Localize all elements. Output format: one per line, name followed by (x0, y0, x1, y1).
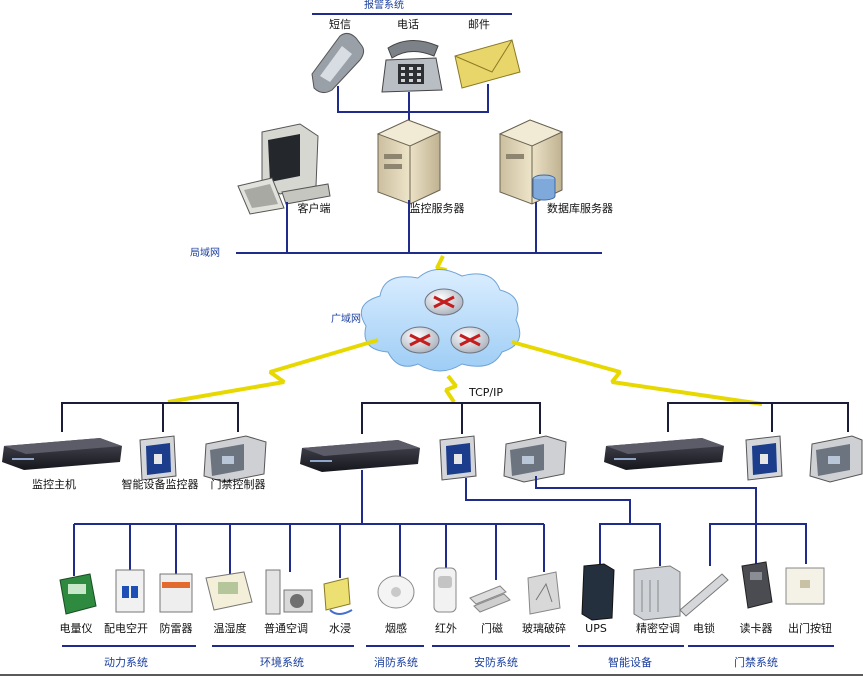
device-label-precision-ac: 精密空调 (636, 621, 680, 635)
exit-button-icon (785, 567, 825, 605)
desk-phone-icon (381, 40, 443, 93)
device-label-switch: 配电空开 (104, 621, 148, 635)
lan-label: 局域网 (190, 246, 220, 259)
monitoring-host-icon (2, 438, 122, 470)
router-icon (424, 288, 464, 316)
door-magnet-icon (469, 585, 511, 613)
device-label-water: 水浸 (329, 622, 351, 635)
surge-arrester-icon (159, 573, 193, 613)
client-label: 客户端 (298, 201, 331, 215)
ups-icon (581, 563, 615, 621)
device-label-meter: 电量仪 (60, 622, 93, 635)
right-group-bus (667, 402, 849, 432)
smoke-detector-icon (377, 575, 415, 609)
door-controller-icon (203, 435, 267, 483)
wan-link-center-bolt (444, 374, 458, 404)
device-label-glass: 玻璃破碎 (522, 621, 566, 635)
door-controller-bus (535, 476, 807, 566)
smart-monitor-label-left: 智能设备监控器 (122, 477, 199, 491)
protocol-label: TCP/IP (468, 386, 503, 399)
water-leak-sensor-icon (323, 577, 353, 615)
device-label-ups: UPS (585, 622, 607, 635)
monitoring-host-icon (300, 440, 420, 472)
smart-device-monitor-icon (439, 435, 477, 481)
power-meter-icon (59, 573, 97, 615)
mobile-phone-icon (311, 32, 365, 94)
sms-label: 短信 (329, 17, 351, 31)
monitor-server-icon (376, 119, 442, 205)
glass-break-sensor-icon (527, 571, 561, 615)
device-label-exit-button: 出门按钮 (788, 621, 832, 635)
host-label-left: 监控主机 (32, 477, 76, 491)
circuit-breaker-icon (115, 569, 145, 613)
database-server-icon (498, 119, 564, 205)
client-pc-icon (237, 123, 331, 215)
router-icon (400, 326, 440, 354)
device-label-magnet: 门磁 (481, 621, 503, 635)
category-power: 动力系统 (104, 656, 148, 669)
wan-cloud (360, 269, 521, 372)
left-group-bus (61, 402, 239, 432)
smart-monitor-bus (465, 478, 661, 566)
monitor-server-label: 监控服务器 (410, 201, 465, 215)
door-controller-label-left: 门禁控制器 (211, 477, 266, 491)
door-controller-icon (503, 435, 567, 483)
device-drop-lines (73, 524, 545, 580)
device-label-infrared: 红外 (435, 622, 457, 635)
category-fire: 消防系统 (374, 655, 418, 669)
category-access: 门禁系统 (734, 655, 778, 669)
alarm-system-title: 报警系统 (364, 0, 404, 11)
device-label-card-reader: 读卡器 (740, 621, 773, 635)
wan-link-right-bolt (511, 340, 763, 406)
alarm-connector (337, 84, 489, 113)
device-label-lock: 电锁 (693, 621, 715, 635)
smart-device-monitor-icon (745, 435, 783, 481)
device-label-smoke: 烟感 (385, 621, 407, 635)
category-smart: 智能设备 (608, 655, 652, 669)
device-label-ac: 普通空调 (264, 621, 308, 635)
center-group-bus (361, 402, 541, 434)
door-controller-icon (809, 435, 863, 483)
email-label: 邮件 (468, 18, 490, 31)
precision-ac-icon (633, 565, 681, 621)
wan-link-left-bolt (167, 338, 379, 404)
smart-device-monitor-icon (139, 435, 177, 481)
category-environment: 环境系统 (260, 655, 304, 669)
device-label-humidity: 温湿度 (214, 621, 247, 635)
electric-lock-icon (679, 573, 729, 617)
infrared-sensor-icon (433, 567, 457, 613)
wan-label: 广域网 (331, 312, 361, 325)
air-conditioner-icon (265, 569, 313, 615)
device-label-arrester: 防雷器 (160, 621, 193, 635)
router-icon (450, 326, 490, 354)
phone-label: 电话 (397, 18, 419, 31)
envelope-icon (454, 39, 521, 89)
db-server-label: 数据库服务器 (547, 201, 613, 215)
monitoring-host-icon (604, 438, 724, 470)
category-security: 安防系统 (474, 655, 518, 669)
humidity-sensor-icon (205, 571, 253, 611)
card-reader-icon (741, 561, 773, 609)
